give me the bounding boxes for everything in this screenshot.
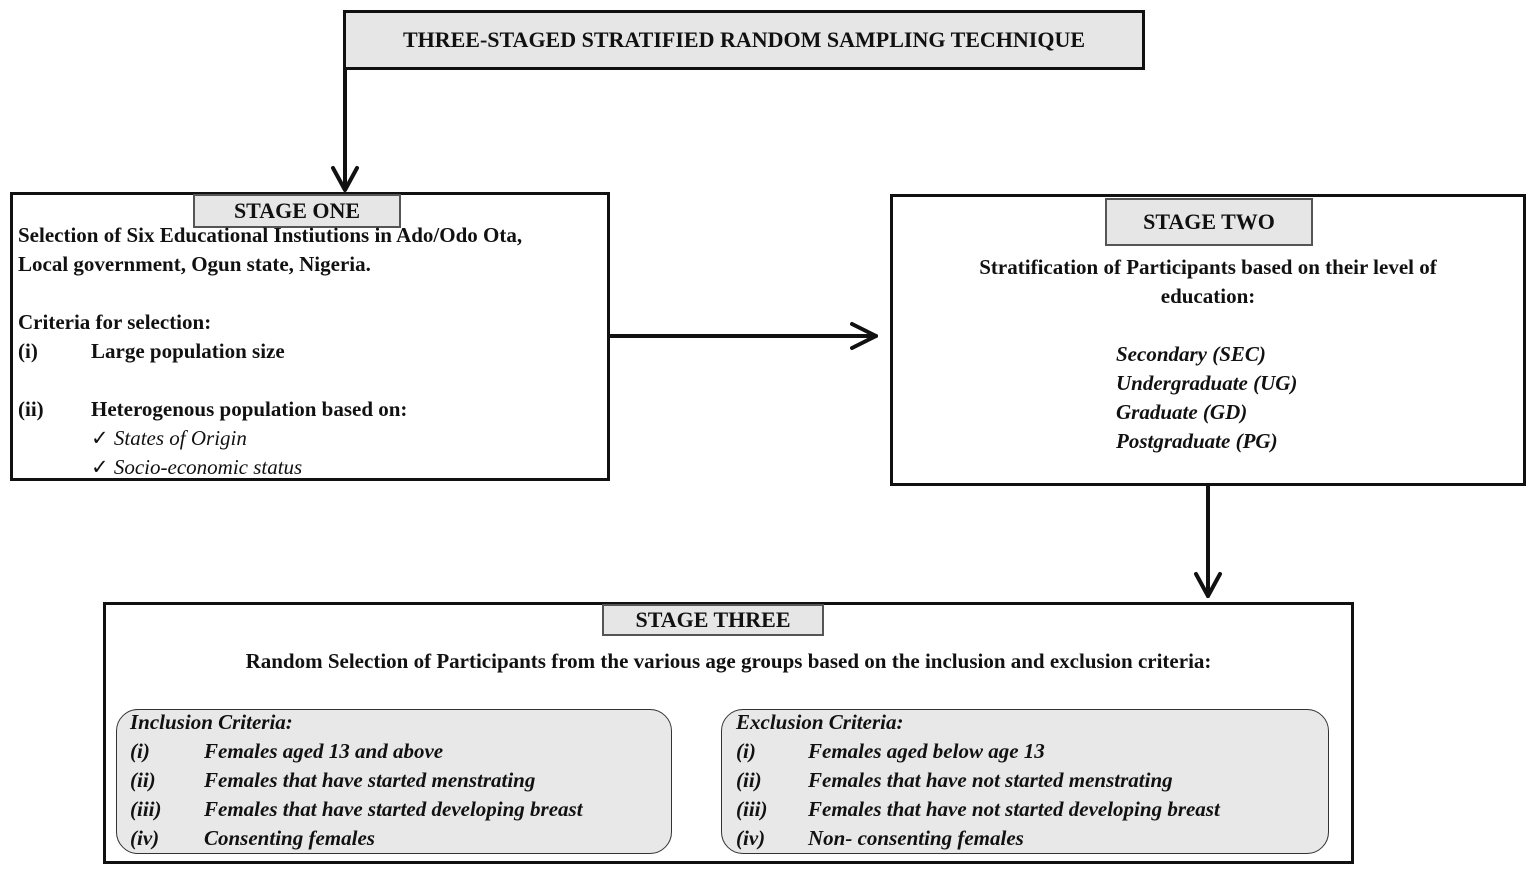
criteria-text-2: Heterogenous population based on: (91, 397, 408, 421)
exclusion-num-1: (i) (736, 739, 756, 763)
inclusion-text-4: Consenting females (204, 826, 375, 850)
criteria-heading: Criteria for selection: (18, 310, 212, 334)
exclusion-text-3: Females that have not started developing… (808, 797, 1220, 821)
exclusion-text-2: Females that have not started menstratin… (808, 768, 1173, 792)
exclusion-text-4: Non- consenting females (808, 826, 1024, 850)
criteria-num-1: (i) (18, 339, 38, 363)
education-level-3: Graduate (GD) (1116, 400, 1248, 424)
inclusion-heading: Inclusion Criteria: (130, 710, 293, 734)
check-item-1: ✓ States of Origin (91, 424, 247, 453)
stage-one-box (10, 192, 610, 481)
education-level-2: Undergraduate (UG) (1116, 371, 1298, 395)
exclusion-criteria-box (721, 709, 1329, 854)
exclusion-text-1: Females aged below age 13 (808, 739, 1045, 763)
inclusion-text-2: Females that have started menstrating (204, 768, 536, 792)
inclusion-text-3: Females that have started developing bre… (204, 797, 583, 821)
education-level-4: Postgraduate (PG) (1116, 429, 1278, 453)
criteria-num-2: (ii) (18, 397, 44, 421)
arrow-stage-two-to-stage-three (1194, 482, 1222, 598)
check-mark-icon: ✓ (91, 455, 109, 479)
exclusion-heading: Exclusion Criteria: (736, 710, 904, 734)
stage-one-desc-line2: Local government, Ogun state, Nigeria. (18, 252, 371, 276)
check-text-1: States of Origin (113, 426, 247, 450)
inclusion-num-2: (ii) (130, 768, 156, 792)
inclusion-num-3: (iii) (130, 797, 162, 821)
exclusion-num-2: (ii) (736, 768, 762, 792)
education-level-1: Secondary (SEC) (1116, 342, 1266, 366)
stage-three-desc: Random Selection of Participants from th… (245, 649, 1212, 673)
stage-three-label: STAGE THREE (602, 604, 824, 636)
stage-two-label: STAGE TWO (1105, 198, 1313, 246)
inclusion-num-1: (i) (130, 739, 150, 763)
stage-two-desc-line2: education: (1160, 284, 1256, 308)
exclusion-num-3: (iii) (736, 797, 768, 821)
inclusion-criteria-box (116, 709, 672, 854)
inclusion-text-1: Females aged 13 and above (204, 739, 444, 763)
criteria-text-1: Large population size (91, 339, 285, 363)
stage-two-desc-line1: Stratification of Participants based on … (979, 255, 1437, 279)
inclusion-num-4: (iv) (130, 826, 160, 850)
check-mark-icon: ✓ (91, 426, 109, 450)
stage-one-desc-line1: Selection of Six Educational Instiutions… (18, 223, 523, 247)
stage-one-label: STAGE ONE (193, 194, 401, 228)
arrow-title-to-stage-one (331, 66, 359, 192)
title-box: THREE-STAGED STRATIFIED RANDOM SAMPLING … (343, 10, 1145, 70)
check-text-2: Socio-economic status (113, 455, 303, 479)
diagram-title: THREE-STAGED STRATIFIED RANDOM SAMPLING … (402, 27, 1086, 52)
arrow-stage-one-to-stage-two (607, 322, 878, 350)
exclusion-num-4: (iv) (736, 826, 766, 850)
check-item-2: ✓ Socio-economic status (91, 453, 302, 482)
